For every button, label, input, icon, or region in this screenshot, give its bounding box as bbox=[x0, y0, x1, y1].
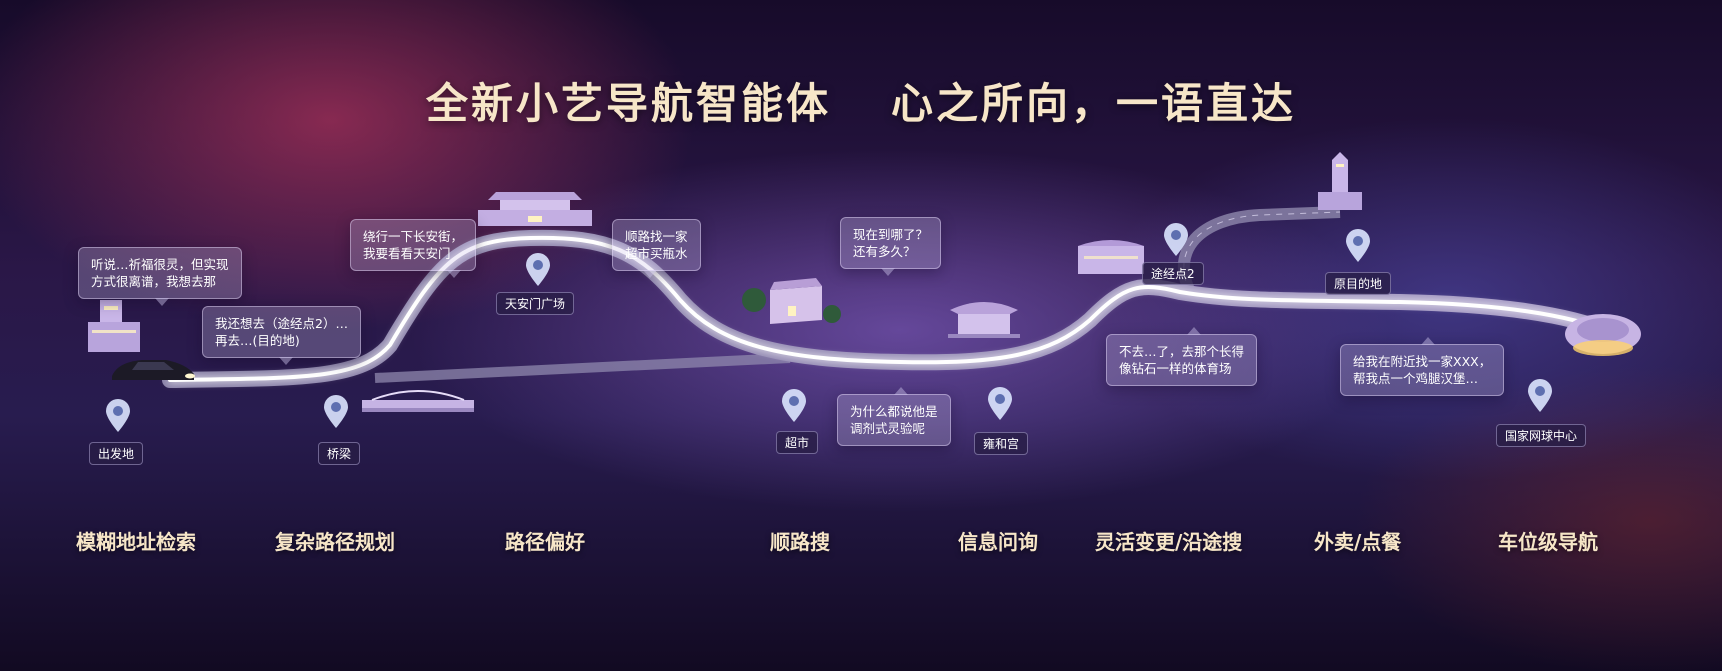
location-pin-icon bbox=[1528, 379, 1552, 412]
location-pin-icon bbox=[988, 387, 1012, 420]
title-right: 心之所向，一语直达 bbox=[891, 79, 1297, 128]
location-label-temple: 雍和宫 bbox=[974, 432, 1029, 455]
bubble-line: 还有多久？ bbox=[853, 244, 916, 259]
feature-parking-level-navigation: 车位级导航 bbox=[1498, 530, 1598, 554]
feature-fuzzy-address-search: 模糊地址检索 bbox=[76, 530, 196, 554]
bubble-temple-question: 为什么都说他是 调剂式灵验呢 bbox=[837, 387, 951, 446]
location-label-waypoint2: 途经点2 bbox=[1142, 262, 1204, 285]
location-label-tiananmen: 天安门广场 bbox=[496, 292, 575, 315]
location-pin-icon bbox=[1346, 229, 1370, 262]
bridge-icon bbox=[362, 386, 474, 416]
bubble-line: 绕行一下长安街， bbox=[363, 229, 464, 244]
tennis-center-icon bbox=[1562, 308, 1644, 364]
bubble-food-order: 给我在附近找一家XXX， 帮我点一个鸡腿汉堡… bbox=[1340, 337, 1505, 396]
bubble-line: 不去…了，去那个长得 bbox=[1119, 344, 1245, 359]
supermarket-building-icon bbox=[738, 270, 842, 330]
side-road-upper bbox=[1177, 206, 1341, 295]
bubble-flexible-change: 不去…了，去那个长得 像钻石一样的体育场 bbox=[1106, 327, 1258, 386]
feature-complex-route-planning: 复杂路径规划 bbox=[275, 530, 395, 554]
bubble-along-search: 顺路找一家 超市买瓶水 bbox=[612, 219, 701, 278]
bubble-fuzzy-address: 听说…祈福很灵，但实现 方式很离谱，我想去那 bbox=[78, 247, 242, 306]
feature-info-query: 信息问询 bbox=[958, 530, 1038, 554]
bubble-route-preference: 绕行一下长安街， 我要看看天安门 bbox=[350, 219, 477, 278]
location-pin-icon bbox=[1164, 223, 1188, 256]
bubble-info-query: 现在到哪了？ 还有多久？ bbox=[840, 217, 942, 276]
page-title: 全新小艺导航智能体 心之所向，一语直达 bbox=[0, 70, 1722, 131]
location-label-supermarket: 超市 bbox=[776, 431, 819, 454]
title-left: 全新小艺导航智能体 bbox=[425, 79, 831, 128]
tower-building-icon bbox=[1312, 152, 1368, 214]
feature-food-ordering: 外卖/点餐 bbox=[1314, 530, 1402, 554]
feature-flexible-change: 灵活变更/沿途搜 bbox=[1095, 530, 1243, 554]
location-label-tennis-center: 国家网球中心 bbox=[1496, 424, 1587, 447]
bubble-line: 帮我点一个鸡腿汉堡… bbox=[1353, 371, 1479, 386]
bubble-line: 我要看看天安门 bbox=[363, 246, 451, 261]
location-label-original-destination: 原目的地 bbox=[1325, 272, 1392, 295]
bubble-line: 为什么都说他是 bbox=[850, 404, 938, 419]
main-road-glow bbox=[168, 235, 1612, 382]
bubble-line: 像钻石一样的体育场 bbox=[1119, 361, 1232, 376]
location-label-start: 出发地 bbox=[89, 442, 144, 465]
location-label-bridge: 桥梁 bbox=[318, 442, 361, 465]
location-pin-icon bbox=[106, 399, 130, 432]
tiananmen-building-icon bbox=[478, 182, 592, 228]
temple-building-icon bbox=[944, 292, 1024, 340]
feature-route-preference: 路径偏好 bbox=[505, 530, 585, 554]
bubble-line: 现在到哪了？ bbox=[853, 227, 929, 242]
bubble-line: 调剂式灵验呢 bbox=[850, 421, 926, 436]
bubble-line: 听说…祈福很灵，但实现 bbox=[91, 257, 229, 272]
location-pin-icon bbox=[782, 389, 806, 422]
feature-along-route-search: 顺路搜 bbox=[770, 530, 830, 554]
bubble-line: 顺路找一家 bbox=[625, 229, 688, 244]
start-building-icon bbox=[84, 296, 144, 356]
bubble-line: 给我在附近找一家XXX， bbox=[1353, 354, 1492, 369]
bubble-line: 再去…(目的地) bbox=[215, 333, 300, 348]
side-road-lower bbox=[374, 353, 791, 383]
bubble-complex-route: 我还想去（途经点2）… 再去…(目的地) bbox=[202, 306, 361, 365]
waypoint-building-icon bbox=[1074, 236, 1148, 276]
car-icon bbox=[108, 350, 198, 386]
bubble-line: 我还想去（途经点2）… bbox=[215, 316, 348, 331]
bubble-line: 方式很离谱，我想去那 bbox=[91, 274, 217, 289]
location-pin-icon bbox=[324, 395, 348, 428]
bubble-line: 超市买瓶水 bbox=[625, 246, 688, 261]
location-pin-icon bbox=[526, 253, 550, 286]
